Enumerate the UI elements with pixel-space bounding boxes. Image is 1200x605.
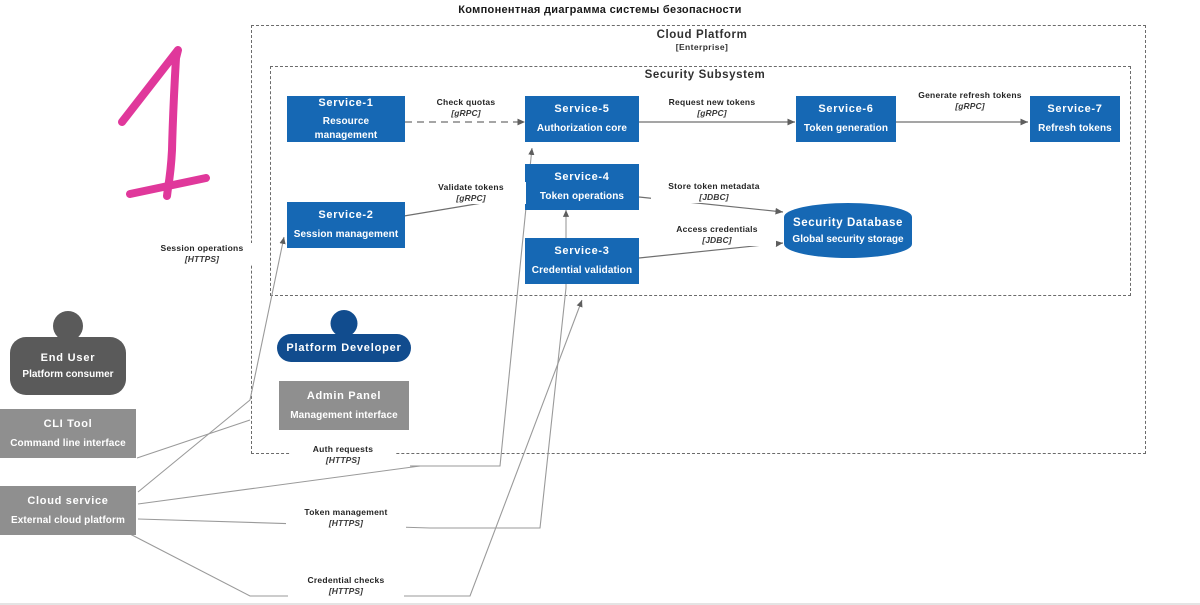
node-cloud-service[interactable]: Cloud service External cloud platform [0,486,136,535]
connector-token-management [137,210,570,529]
connector-session-operations [137,236,286,493]
node-service-5-title: Service-5 [554,103,610,116]
connector-store-token-metadata [638,196,784,215]
node-service-2-title: Service-2 [318,209,374,222]
node-service-7-desc: Refresh tokens [1038,123,1112,135]
node-admin-panel-desc: Management interface [290,409,398,421]
platform-developer-head-icon [330,310,358,337]
actor-end-user-body: End User Platform consumer [10,337,126,395]
node-cli-tool-desc: Command line interface [10,437,126,449]
node-service-6-title: Service-6 [818,103,874,116]
connector-access-credentials [638,240,784,259]
actor-end-user[interactable]: End User Platform consumer [10,311,126,395]
node-security-database-desc: Global security storage [792,233,904,245]
node-service-1-desc: Resource management [314,116,378,141]
actor-end-user-title: End User [40,352,96,364]
node-security-database[interactable]: Security Database Global security storag… [784,203,912,258]
node-cli-tool-title: CLI Tool [43,417,93,430]
node-service-1-title: Service-1 [318,96,374,109]
container-cloud-platform-label: Cloud Platform [Enterprise] [601,29,803,52]
container-security-subsystem-title: Security Subsystem [644,69,766,81]
node-service-4-title: Service-4 [554,171,610,184]
node-admin-panel[interactable]: Admin Panel Management interface [279,381,409,430]
node-service-6[interactable]: Service-6 Token generation [796,96,896,142]
node-service-2[interactable]: Service-2 Session management [287,202,405,248]
node-service-7[interactable]: Service-7 Refresh tokens [1030,96,1120,142]
page-title: Компонентная диаграмма системы безопасно… [458,4,742,16]
node-service-3-title: Service-3 [554,245,610,258]
node-service-4-desc: Token operations [539,191,625,203]
end-user-head-icon [53,311,83,341]
node-cli-tool[interactable]: CLI Tool Command line interface [0,409,136,458]
node-admin-panel-title: Admin Panel [306,389,382,402]
actor-platform-developer[interactable]: Platform Developer [277,310,411,368]
container-security-subsystem [270,66,1131,296]
node-cloud-service-title: Cloud service [27,494,109,507]
node-service-1[interactable]: Service-1 Resource management [287,96,405,142]
actor-platform-developer-title: Platform Developer [286,342,402,354]
node-security-database-title: Security Database [793,216,903,229]
container-cloud-platform-title: Cloud Platform [656,29,748,41]
node-cloud-service-desc: External cloud platform [11,514,125,526]
node-service-2-desc: Session management [293,229,399,241]
node-service-4[interactable]: Service-4 Token operations [525,164,639,210]
actor-end-user-desc: Platform consumer [22,369,114,380]
container-security-subsystem-label: Security Subsystem [604,69,806,81]
container-cloud-platform-stereotype: [Enterprise] [675,42,729,52]
connector-validate-tokens [403,193,525,217]
connector-auth-requests [137,147,535,505]
actor-platform-developer-body: Platform Developer [277,334,411,362]
node-service-5-desc: Authorization core [536,123,628,135]
node-service-5[interactable]: Service-5 Authorization core [525,96,639,142]
connector-cli-tool [136,419,251,459]
node-service-3[interactable]: Service-3 Credential validation [525,238,639,284]
node-service-7-title: Service-7 [1047,103,1103,116]
node-service-3-desc: Credential validation [531,265,633,277]
node-service-6-desc: Token generation [803,123,889,135]
container-cloud-platform [251,25,1146,454]
